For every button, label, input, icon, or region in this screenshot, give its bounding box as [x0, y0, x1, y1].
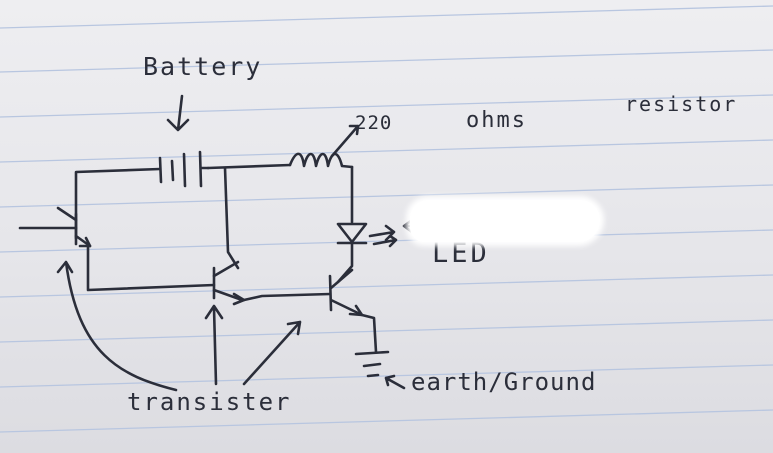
- led-diode-icon: [336, 222, 398, 248]
- wire-q2-to-q3: [242, 292, 332, 302]
- wire-q3-to-ground: [360, 313, 378, 354]
- transistor-label: transister: [127, 388, 292, 416]
- transistor-icon: [18, 206, 92, 248]
- resistance-unit-label: ohms: [466, 108, 527, 133]
- transistor-pointer-q3: [242, 320, 302, 386]
- wire-top-right: [206, 163, 292, 170]
- ground-pointer-arrow: [384, 374, 406, 390]
- wire-q1-to-q2: [86, 244, 216, 292]
- battery-label: Battery: [143, 52, 263, 81]
- led-label: LED: [432, 238, 490, 269]
- redaction-scribble: [410, 200, 600, 242]
- resistor-arrow: [330, 124, 360, 158]
- transistor-pointer-q2: [204, 304, 224, 386]
- resistance-value-label: 220: [355, 112, 393, 134]
- battery-pointer-arrow: [166, 94, 190, 132]
- battery-icon: [158, 150, 210, 188]
- resistor-label: resistor: [625, 92, 738, 116]
- transistor-icon: [328, 268, 364, 317]
- ground-icon: [354, 350, 390, 378]
- resistor-icon: [288, 152, 354, 169]
- ground-label: earth/Ground: [411, 368, 597, 396]
- ruled-lines: [0, 5, 773, 433]
- transistor-pointer-q1: [56, 260, 178, 392]
- wire-battery-to-q2: [223, 166, 240, 270]
- transistor-icon: [212, 260, 246, 306]
